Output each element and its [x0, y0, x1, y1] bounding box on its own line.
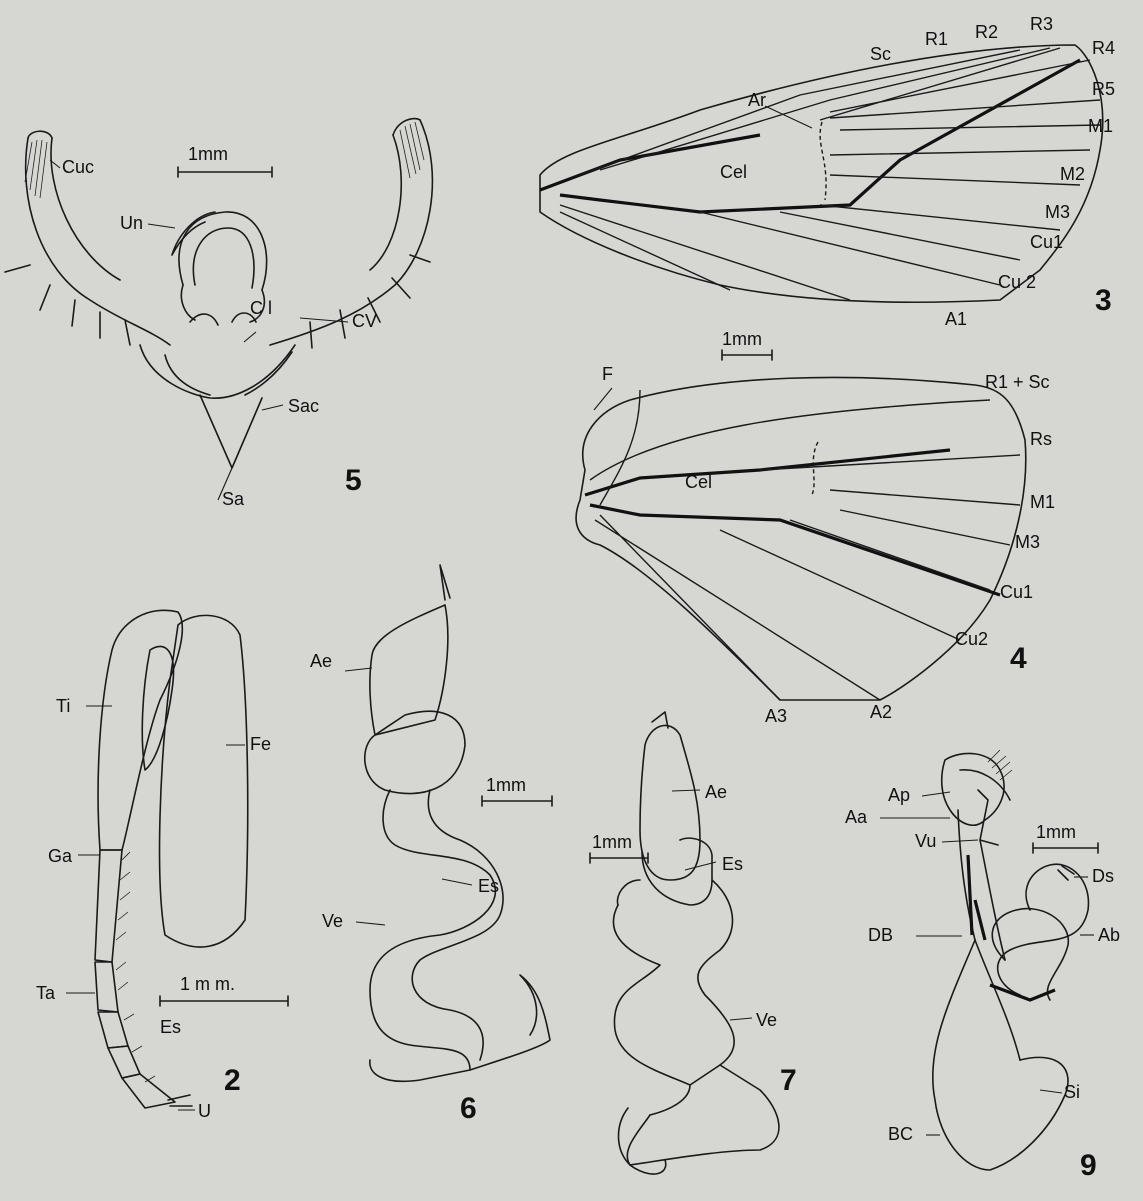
- fig5-right-hatching: [400, 122, 424, 178]
- fig9-label-si: Si: [1064, 1082, 1080, 1102]
- fig7-label-es: Es: [722, 854, 743, 874]
- fig3-label-r2: R2: [975, 22, 998, 42]
- fig5-label-un: Un: [120, 213, 143, 233]
- fig9-female-genitalia: 1mm Ap Aa Vu Ds DB Ab Si BC 9: [845, 750, 1120, 1182]
- fig7-label-ve: Ve: [756, 1010, 777, 1030]
- fig5-label-sac: Sac: [288, 396, 319, 416]
- fig3-label-m3: M3: [1045, 202, 1070, 222]
- fig2-number: 2: [224, 1064, 241, 1097]
- fig6-label-ae: Ae: [310, 651, 332, 671]
- fig3-label-r4: R4: [1092, 38, 1115, 58]
- fig3-label-m1: M1: [1088, 116, 1113, 136]
- fig2-scale-label: 1 m m.: [180, 974, 235, 994]
- fig4-number: 4: [1010, 642, 1027, 675]
- fig2-label-ga: Ga: [48, 846, 73, 866]
- fig3-number: 3: [1095, 284, 1112, 317]
- fig4-label-a2: A2: [870, 702, 892, 722]
- fig3-forewing: Sc R1 R2 R3 R4 R5 Ar Cel M1 M2 M3 Cu1 Cu…: [540, 14, 1115, 329]
- fig4-hindwing: 1mm F R1 + Sc Rs Cel M1 M3 Cu1 Cu2 A3 A2…: [576, 329, 1055, 726]
- fig4-label-m3: M3: [1015, 532, 1040, 552]
- fig4-label-a3: A3: [765, 706, 787, 726]
- fig4-scale-label: 1mm: [722, 329, 762, 349]
- fig2-leg: 1 m m. Ti Fe Ga Ta Es U 2: [36, 610, 288, 1121]
- fig4-label-cu2: Cu2: [955, 629, 988, 649]
- fig9-label-bc: BC: [888, 1124, 913, 1144]
- fig3-label-cu1: Cu1: [1030, 232, 1063, 252]
- fig4-label-cel: Cel: [685, 472, 712, 492]
- fig9-label-ap: Ap: [888, 785, 910, 805]
- fig4-label-cu1: Cu1: [1000, 582, 1033, 602]
- fig9-label-vu: Vu: [915, 831, 936, 851]
- fig9-scale-label: 1mm: [1036, 822, 1076, 842]
- fig3-label-ar: Ar: [748, 90, 766, 110]
- fig7-label-ae: Ae: [705, 782, 727, 802]
- fig5-label-sa: Sa: [222, 489, 245, 509]
- fig3-label-a1: A1: [945, 309, 967, 329]
- fig4-label-r1sc: R1 + Sc: [985, 372, 1050, 392]
- fig5-label-cv: CV: [352, 311, 377, 331]
- fig3-label-r3: R3: [1030, 14, 1053, 34]
- fig6-label-es: Es: [478, 876, 499, 896]
- fig3-label-m2: M2: [1060, 164, 1085, 184]
- fig9-label-ds: Ds: [1092, 866, 1114, 886]
- fig2-label-ti: Ti: [56, 696, 70, 716]
- fig5-scale-label: 1mm: [188, 144, 228, 164]
- fig5-left-hatching: [25, 140, 47, 198]
- fig3-label-sc: Sc: [870, 44, 891, 64]
- fig4-label-rs: Rs: [1030, 429, 1052, 449]
- fig4-label-m1: M1: [1030, 492, 1055, 512]
- fig2-spines: [116, 852, 155, 1082]
- fig2-label-ta: Ta: [36, 983, 56, 1003]
- fig3-label-cel: Cel: [720, 162, 747, 182]
- fig3-label-r1: R1: [925, 29, 948, 49]
- fig9-label-aa: Aa: [845, 807, 868, 827]
- fig6-scale-label: 1mm: [486, 775, 526, 795]
- fig6-label-ve: Ve: [322, 911, 343, 931]
- fig2-label-es: Es: [160, 1017, 181, 1037]
- fig9-label-db: DB: [868, 925, 893, 945]
- fig9-label-ab: Ab: [1098, 925, 1120, 945]
- fig2-label-fe: Fe: [250, 734, 271, 754]
- fig7-number: 7: [780, 1064, 797, 1097]
- fig5-genitalia: 1mm Cuc Un C l CV Sac Sa 5: [5, 119, 432, 509]
- fig5-label-cuc: Cuc: [62, 157, 94, 177]
- fig2-label-u: U: [198, 1101, 211, 1121]
- fig7-scale-label: 1mm: [592, 832, 632, 852]
- fig9-hatching: [988, 750, 1012, 780]
- fig4-label-f: F: [602, 364, 613, 384]
- fig3-label-cu2: Cu 2: [998, 272, 1036, 292]
- fig9-number: 9: [1080, 1149, 1097, 1182]
- fig6-aedeagus: 1mm Ae Es Ve 6: [310, 565, 552, 1125]
- fig5-number: 5: [345, 464, 362, 497]
- fig7-aedeagus: 1mm Ae Es Ve 7: [590, 712, 797, 1174]
- fig6-number: 6: [460, 1092, 477, 1125]
- fig3-label-r5: R5: [1092, 79, 1115, 99]
- fig5-label-cl: C l: [250, 298, 272, 318]
